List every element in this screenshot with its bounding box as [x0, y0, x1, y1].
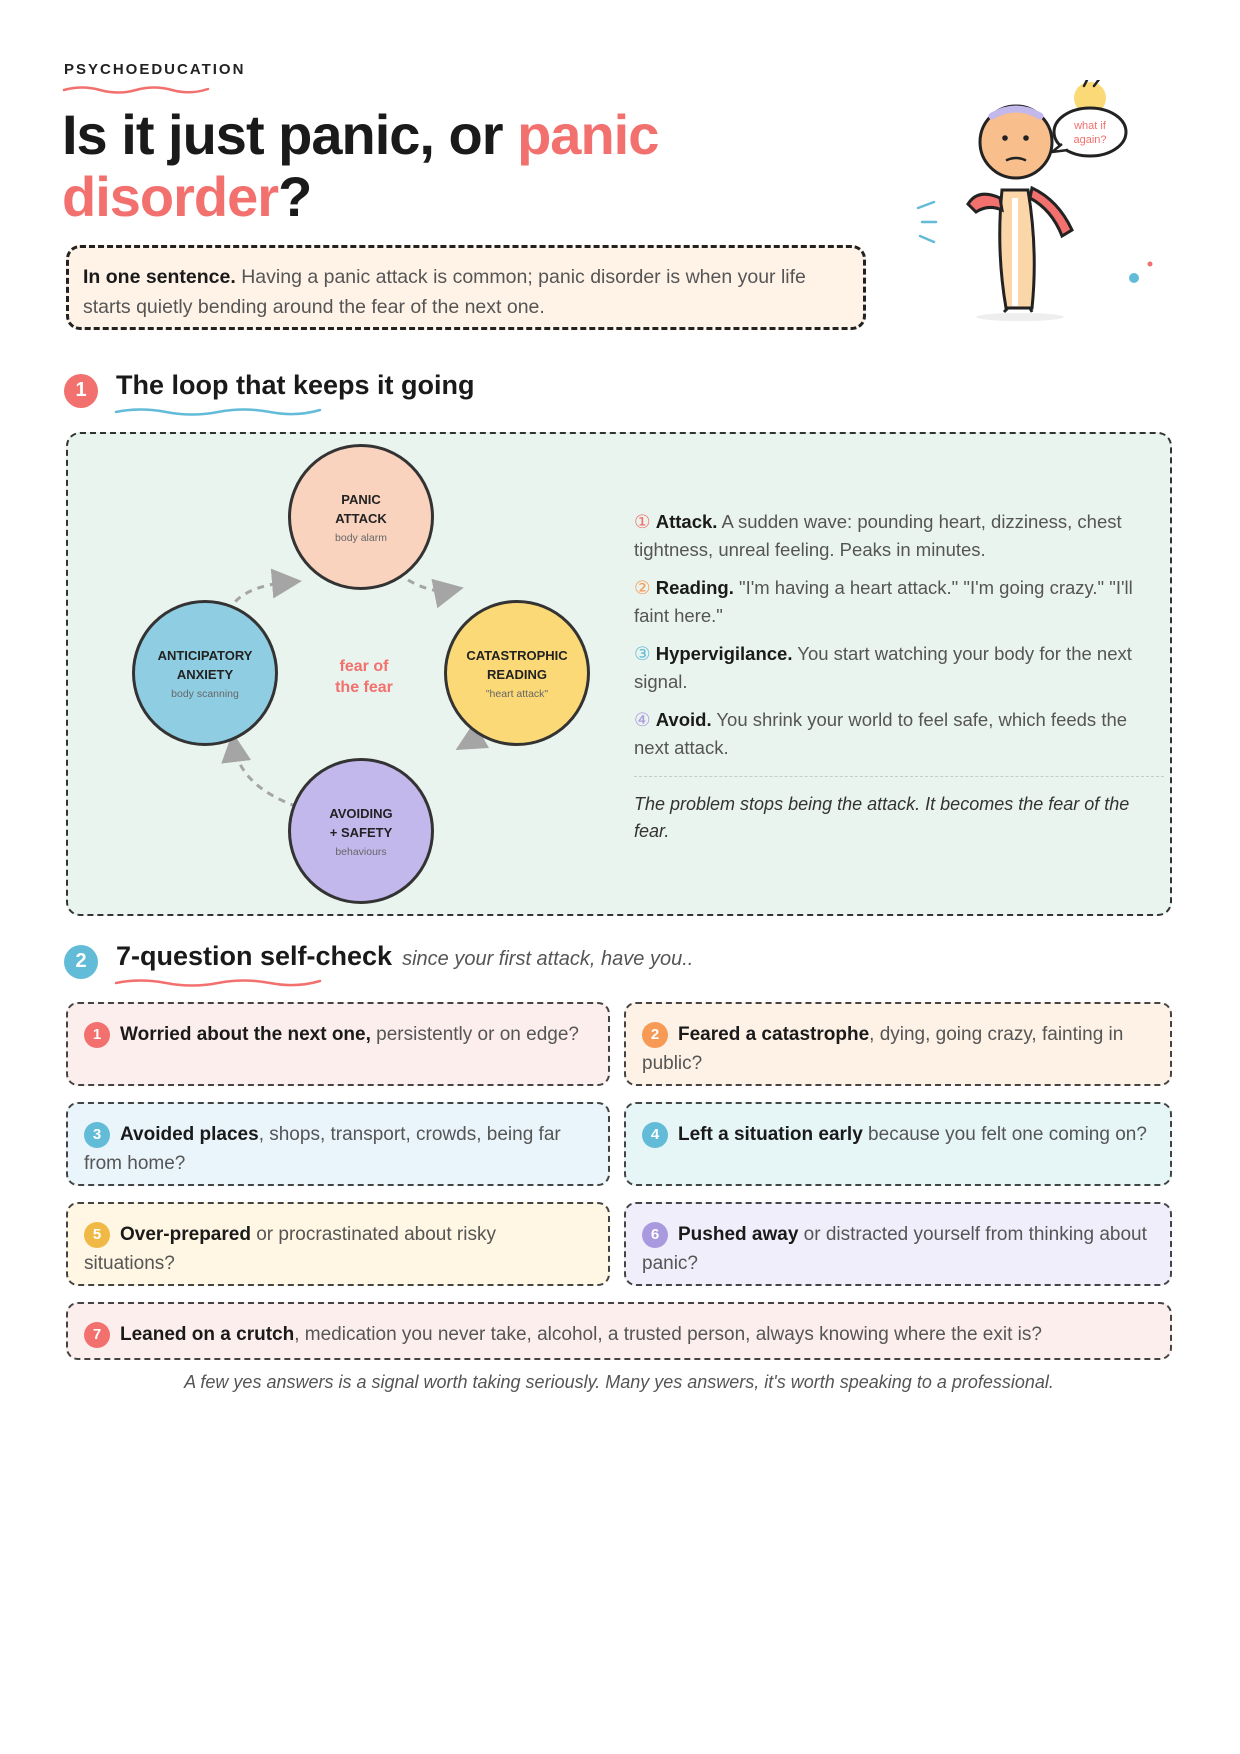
check-number: 1 [84, 1021, 110, 1048]
check-text: , shops, transport, crowds, being far fr… [84, 1124, 561, 1174]
step-label: Attack. [655, 511, 718, 532]
step-number: ② [634, 577, 651, 598]
arrow-anxiety-to-attack [223, 568, 302, 639]
section-1-heading: 1 The loop that keeps it going [64, 370, 475, 408]
check-bold: Over-prepared [120, 1224, 251, 1245]
check-bold: Avoided places [120, 1124, 259, 1145]
step-reading: ② Reading. "I'm having a heart attack." … [634, 574, 1164, 630]
node-sub: behaviours [335, 846, 387, 858]
section-1-number: 1 [64, 373, 98, 408]
step-label: Avoid. [655, 709, 712, 730]
step-number: ③ [634, 643, 651, 664]
section-2-squiggle [114, 979, 322, 987]
section-2-number: 2 [64, 944, 98, 979]
bubble-line-1: what if [1073, 120, 1107, 132]
check-bold: Leaned on a crutch [120, 1324, 295, 1345]
node-label-2: + SAFETY [329, 825, 393, 840]
section-2-title: 7-question self-check [116, 941, 393, 971]
check-item-4: 4 Left a situation early because you felt… [624, 1102, 1172, 1186]
check-number: 3 [84, 1121, 110, 1148]
node-label-1: PANIC [341, 492, 381, 507]
step-attack: ① Attack. A sudden wave: pounding heart,… [634, 508, 1164, 564]
node-sub: body scanning [171, 688, 239, 700]
node-label-2: ATTACK [335, 511, 387, 526]
cycle-center-label: fear of the fear [314, 656, 414, 698]
check-item-3: 3 Avoided places, shops, transport, crowd… [66, 1102, 610, 1186]
check-text: or procrastinated about risky situations… [84, 1224, 496, 1274]
node-label-1: AVOIDING [329, 806, 393, 821]
node-label-2: ANXIETY [176, 667, 234, 682]
check-item-5: 5 Over-prepared or procrastinated about r… [66, 1202, 610, 1286]
step-hypervigilance: ③ Hypervigilance. You start watching you… [634, 640, 1164, 696]
loop-steps: ① Attack. A sudden wave: pounding heart,… [634, 508, 1164, 845]
step-number: ④ [634, 709, 651, 730]
summary-box: In one sentence. Having a panic attack i… [66, 245, 866, 330]
step-text: You shrink your world to feel safe, whic… [634, 709, 1128, 758]
check-bold: Left a situation early [678, 1124, 863, 1145]
summary-label: In one sentence. [83, 266, 236, 288]
eyebrow-label: PSYCHOEDUCATION [64, 61, 246, 78]
check-number: 2 [642, 1021, 668, 1048]
node-avoiding-safety: AVOIDING + SAFETY behaviours [288, 758, 434, 904]
check-text: persistently or on edge? [370, 1024, 579, 1045]
node-catastrophic-reading: CATASTROPHIC READING "heart attack" [444, 600, 590, 746]
title-end: ? [278, 165, 312, 228]
bubble-line-2: again? [1073, 134, 1106, 146]
footnote: A few yes answers is a signal worth taki… [184, 1372, 1054, 1392]
node-panic-attack: PANIC ATTACK body alarm [288, 444, 434, 590]
page-title: Is it just panic, or panic disorder? [62, 104, 842, 228]
step-text: You start watching your body for the nex… [634, 643, 1132, 692]
summary-text: Having a panic attack is common; panic d… [83, 266, 806, 318]
worry-lines-icon [916, 200, 938, 244]
step-text: "I'm having a heart attack." "I'm going … [634, 577, 1133, 626]
step-number: ① [634, 511, 651, 532]
loop-panel: PANIC ATTACK body alarm CATASTROPHIC REA… [66, 432, 1172, 916]
loop-note: The problem stops being the attack. It b… [634, 794, 1130, 841]
title-accent: panic disorder [62, 103, 659, 228]
section-1-squiggle [114, 408, 322, 416]
center-line-2: the fear [335, 679, 393, 696]
check-item-6: 6 Pushed away or distracted yourself from… [624, 1202, 1172, 1286]
check-text: or distracted yourself from thinking abo… [642, 1224, 1147, 1274]
arrow-attack-to-reading [407, 578, 464, 609]
step-label: Reading. [655, 577, 734, 598]
check-number: 6 [642, 1221, 668, 1248]
check-text: , dying, going crazy, fainting in public… [642, 1024, 1124, 1074]
check-item-2: 2 Feared a catastrophe, dying, going craz… [624, 1002, 1172, 1086]
node-label-1: CATASTROPHIC [466, 648, 568, 663]
check-number: 7 [84, 1321, 110, 1348]
check-bold: Worried about the next one, [120, 1024, 371, 1045]
section-2-heading: 2 7-question self-check since your first… [64, 941, 694, 979]
title-text: Is it just panic, or [62, 103, 518, 166]
node-label-2: READING [487, 667, 547, 682]
eyebrow-squiggle [62, 86, 210, 94]
section-2-subtitle: since your first attack, have you.. [402, 948, 694, 970]
check-text: because you felt one coming on? [862, 1124, 1147, 1145]
node-label-1: ANTICIPATORY [157, 648, 253, 663]
check-number: 4 [642, 1121, 668, 1148]
node-sub: body alarm [335, 532, 387, 544]
check-item-1: 1 Worried about the next one, persistentl… [66, 1002, 610, 1086]
check-item-7: 7 Leaned on a crutch, medication you neve… [66, 1302, 1172, 1360]
node-sub: "heart attack" [485, 688, 549, 700]
section-1-title: The loop that keeps it going [116, 370, 475, 400]
center-line-1: fear of [339, 658, 389, 675]
speech-bubble: what if again? [1050, 106, 1128, 158]
step-avoid: ④ Avoid. You shrink your world to feel s… [634, 706, 1164, 762]
step-label: Hypervigilance. [655, 643, 793, 664]
step-text: A sudden wave: pounding heart, dizziness… [634, 511, 1122, 560]
steps-divider [634, 776, 1164, 777]
check-text: , medication you never take, alcohol, a … [294, 1324, 1042, 1345]
node-anticipatory-anxiety: ANTICIPATORY ANXIETY body scanning [132, 600, 278, 746]
check-bold: Pushed away [678, 1224, 799, 1245]
check-number: 5 [84, 1221, 110, 1248]
check-bold: Feared a catastrophe [678, 1024, 870, 1045]
panic-cycle-diagram: PANIC ATTACK body alarm CATASTROPHIC REA… [122, 444, 602, 914]
worried-person-illustration: what if again? [916, 80, 1153, 321]
